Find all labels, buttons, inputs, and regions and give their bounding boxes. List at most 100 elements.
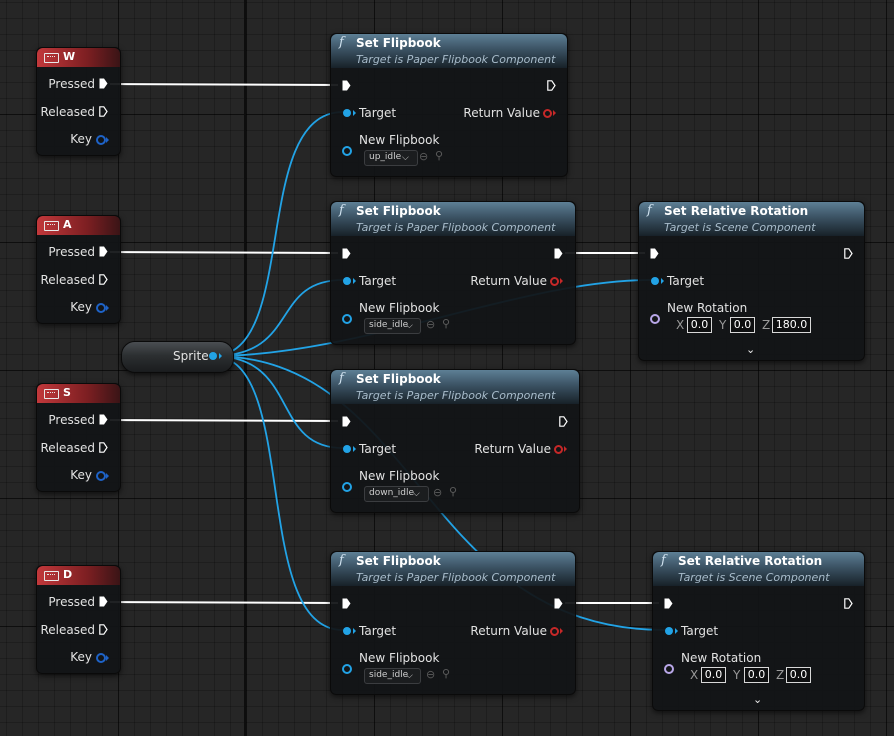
flipbook-dropdown[interactable]: side_idle ⌵ [364, 668, 421, 684]
target-pin[interactable] [343, 627, 351, 635]
rotation-x-field[interactable]: 0.0 [701, 667, 726, 683]
pressed-exec-pin[interactable] [99, 414, 108, 425]
flipbook-dropdown[interactable]: side_idle ⌵ [364, 318, 421, 334]
exec-out-pin[interactable] [547, 80, 556, 91]
exec-in-pin[interactable] [342, 80, 351, 91]
return-value-pin[interactable] [550, 627, 559, 636]
target-label: Target [359, 624, 397, 638]
set-flipbook-node-a[interactable]: f Set Flipbook Target is Paper Flipbook … [330, 201, 576, 345]
exec-out-pin[interactable] [844, 248, 853, 259]
return-pin-arrow [564, 446, 567, 452]
key-event-a[interactable]: A Pressed Released Key [36, 215, 121, 324]
target-pin[interactable] [651, 277, 659, 285]
exec-out-pin[interactable] [554, 598, 563, 609]
key-event-title: A [63, 218, 72, 231]
return-value-pin[interactable] [554, 445, 563, 454]
target-pin[interactable] [343, 109, 351, 117]
released-exec-pin[interactable] [99, 274, 108, 285]
rotation-x-field[interactable]: 0.0 [687, 317, 712, 333]
exec-in-pin[interactable] [342, 598, 351, 609]
function-header: f Set Relative Rotation Target is Scene … [639, 202, 864, 236]
exec-out-pin[interactable] [559, 416, 568, 427]
key-pin[interactable] [96, 135, 106, 145]
key-event-s[interactable]: S Pressed Released Key [36, 383, 121, 492]
chevron-down-icon[interactable]: ⌄ [746, 343, 756, 356]
key-event-title: S [63, 386, 71, 399]
new-rotation-pin[interactable] [650, 314, 660, 324]
released-exec-pin[interactable] [99, 106, 108, 117]
node-subtitle: Target is Scene Component [664, 221, 816, 234]
function-header: f Set Flipbook Target is Paper Flipbook … [331, 202, 575, 236]
new-flipbook-pin[interactable] [342, 664, 352, 674]
released-exec-pin[interactable] [99, 624, 108, 635]
return-value-label: Return Value [470, 274, 547, 288]
rotation-y-field[interactable]: 0.0 [730, 317, 755, 333]
flipbook-dropdown[interactable]: up_idle ⌵ [364, 150, 418, 166]
pressed-label: Pressed [48, 245, 95, 259]
target-pin[interactable] [343, 277, 351, 285]
exec-out-pin[interactable] [554, 248, 563, 259]
return-value-label: Return Value [474, 442, 551, 456]
released-exec-pin[interactable] [99, 442, 108, 453]
browse-search-icon[interactable]: ⚲ [435, 149, 444, 162]
set-relative-rotation-node-d[interactable]: f Set Relative Rotation Target is Scene … [652, 551, 865, 711]
key-pin[interactable] [96, 303, 106, 313]
key-label: Key [70, 468, 92, 482]
graph-origin-axis [244, 0, 246, 736]
y-axis-label: Y [719, 318, 727, 332]
key-pin-arrow [106, 137, 109, 143]
chevron-down-icon: ⌵ [406, 671, 413, 681]
reset-to-default-icon[interactable]: ⊖ [433, 486, 443, 499]
exec-in-pin[interactable] [664, 598, 673, 609]
return-value-pin[interactable] [543, 109, 552, 118]
pressed-exec-pin[interactable] [99, 596, 108, 607]
exec-in-pin[interactable] [650, 248, 659, 259]
exec-in-pin[interactable] [342, 248, 351, 259]
sprite-label: Sprite [173, 349, 209, 363]
sprite-pin-arrow [219, 353, 222, 359]
browse-search-icon[interactable]: ⚲ [449, 485, 458, 498]
key-event-w[interactable]: W Pressed Released Key [36, 47, 121, 156]
key-pin-arrow [106, 305, 109, 311]
rotation-y-field[interactable]: 0.0 [744, 667, 769, 683]
set-relative-rotation-node-a[interactable]: f Set Relative Rotation Target is Scene … [638, 201, 865, 361]
reset-to-default-icon[interactable]: ⊖ [426, 668, 436, 681]
key-pin-arrow [106, 473, 109, 479]
chevron-down-icon[interactable]: ⌄ [753, 693, 763, 706]
set-flipbook-node-d[interactable]: f Set Flipbook Target is Paper Flipbook … [330, 551, 576, 695]
exec-out-pin[interactable] [844, 598, 853, 609]
new-flipbook-pin[interactable] [342, 314, 352, 324]
return-value-pin[interactable] [550, 277, 559, 286]
x-axis-label: X [690, 668, 699, 682]
rotation-z-field[interactable]: 0.0 [786, 667, 811, 683]
new-flipbook-pin[interactable] [342, 146, 352, 156]
target-pin[interactable] [343, 445, 351, 453]
exec-in-pin[interactable] [342, 416, 351, 427]
sprite-variable-node[interactable]: Sprite [121, 341, 234, 373]
pressed-exec-pin[interactable] [99, 78, 108, 89]
released-label: Released [40, 105, 95, 119]
rotation-z-field[interactable]: 180.0 [772, 317, 811, 333]
target-pin[interactable] [665, 627, 673, 635]
set-flipbook-node-w[interactable]: f Set Flipbook Target is Paper Flipbook … [330, 33, 568, 177]
pressed-exec-pin[interactable] [99, 246, 108, 257]
set-flipbook-node-s[interactable]: f Set Flipbook Target is Paper Flipbook … [330, 369, 580, 513]
new-rotation-pin[interactable] [664, 664, 674, 674]
browse-search-icon[interactable]: ⚲ [442, 317, 451, 330]
keyboard-icon [44, 389, 59, 399]
key-pin[interactable] [96, 471, 106, 481]
sprite-output-pin[interactable] [209, 352, 217, 360]
browse-search-icon[interactable]: ⚲ [442, 667, 451, 680]
new-flipbook-label: New Flipbook [359, 469, 440, 483]
new-flipbook-pin[interactable] [342, 482, 352, 492]
key-pin[interactable] [96, 653, 106, 663]
return-pin-arrow [560, 628, 563, 634]
reset-to-default-icon[interactable]: ⊖ [426, 318, 436, 331]
key-event-d[interactable]: D Pressed Released Key [36, 565, 121, 674]
flipbook-dropdown[interactable]: down_idle ⌵ [364, 486, 429, 502]
released-label: Released [40, 273, 95, 287]
reset-to-default-icon[interactable]: ⊖ [419, 150, 429, 163]
pressed-label: Pressed [48, 595, 95, 609]
node-subtitle: Target is Scene Component [678, 571, 830, 584]
target-pin-arrow [661, 278, 664, 284]
